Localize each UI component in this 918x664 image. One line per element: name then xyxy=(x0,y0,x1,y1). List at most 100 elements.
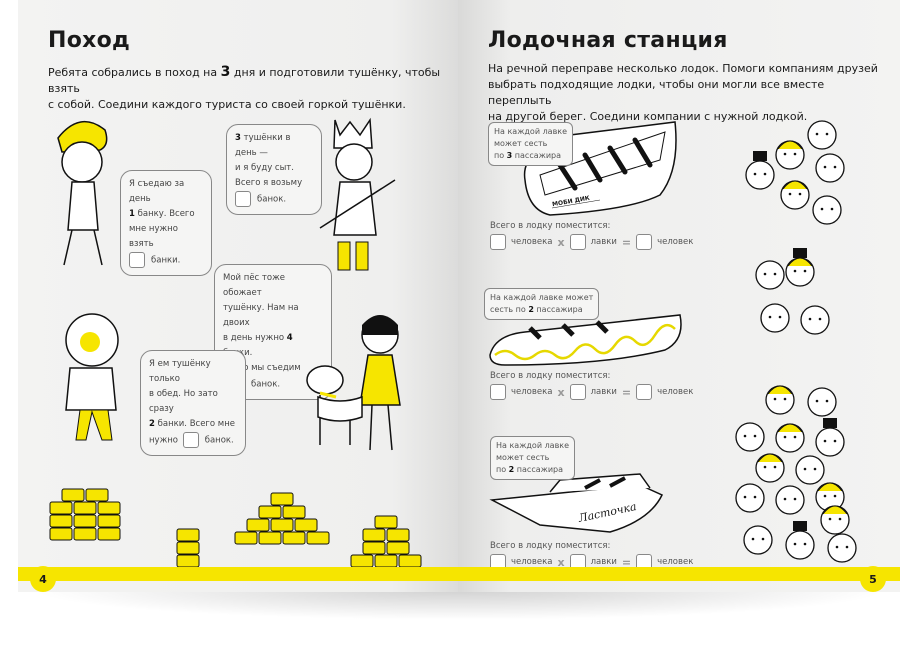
friend-face-icon xyxy=(755,453,785,483)
sign-text: по xyxy=(494,151,507,160)
can-icon xyxy=(176,541,200,555)
persons-box[interactable] xyxy=(490,234,506,250)
sign-text: пассажира xyxy=(514,465,564,474)
equals-sign: = xyxy=(621,385,632,399)
friend-face-icon xyxy=(815,153,845,183)
boat-sign-2: На каждой лавке может сесть по 2 пассажи… xyxy=(484,288,600,320)
page-title-right: Лодочная станция xyxy=(488,28,728,53)
friend-face-icon xyxy=(807,387,837,417)
sign-text: На каждой лавке может xyxy=(490,293,594,302)
can-icon xyxy=(294,518,318,532)
formula-text: человека xyxy=(511,557,553,567)
friend-face-icon xyxy=(800,305,830,335)
can-icon xyxy=(386,528,410,542)
bubble-text: банки. xyxy=(151,255,181,266)
bubble-text: банки. Всего мне xyxy=(154,419,235,429)
seats-number: 3 xyxy=(506,151,513,160)
boat-sign-1: На каждой лавке может сесть по 3 пассажи… xyxy=(488,122,574,166)
bubble-number: 3 xyxy=(235,133,241,143)
can-icon xyxy=(270,492,294,506)
friend-face-icon xyxy=(775,140,805,170)
bubble-text: Я съедаю за день xyxy=(129,179,185,204)
bubble-text: Мой пёс тоже обожает xyxy=(223,273,285,298)
friend-face-icon xyxy=(760,303,790,333)
bubble-text: нужно xyxy=(149,435,179,446)
friend-face-icon xyxy=(775,485,805,515)
boat-sign-3: На каждой лавке может сесть по 2 пассажи… xyxy=(490,436,576,480)
intro-days: 3 xyxy=(220,64,231,80)
times-sign: x xyxy=(557,555,565,569)
boat-lastochka-illustration xyxy=(489,473,664,533)
friend-face-icon xyxy=(815,418,845,457)
bubble-number: 1 xyxy=(129,209,135,219)
friend-face-icon xyxy=(735,422,765,452)
friend-face-icon xyxy=(807,120,837,150)
bubble-text: банок. xyxy=(257,194,287,205)
formula-text: человека xyxy=(511,237,553,247)
sign-text: может сесть xyxy=(494,139,548,148)
tourist-boy-illustration xyxy=(57,121,108,266)
boat-canoe-illustration xyxy=(489,314,682,366)
friend-face-icon xyxy=(780,180,810,210)
friend-face-icon xyxy=(755,260,785,290)
bubble-text: тушёнки в день — xyxy=(235,133,291,158)
page-number-right: 5 xyxy=(860,566,886,592)
formula-text: лавки xyxy=(590,237,617,247)
can-icon xyxy=(49,514,73,528)
bubble-text: банок. xyxy=(204,435,234,446)
intro-text: на другой берег. Соедини компании с нужн… xyxy=(488,110,808,123)
girl-with-dog-illustration xyxy=(306,315,401,451)
friend-face-icon xyxy=(745,151,775,190)
bubble-text: Я ем тушёнку только xyxy=(149,359,211,384)
right-intro: На речной переправе несколько лодок. Пом… xyxy=(488,61,888,125)
can-icon xyxy=(176,528,200,542)
formula-text: человек xyxy=(657,387,694,397)
answer-box[interactable] xyxy=(182,432,199,448)
friend-face-icon xyxy=(795,455,825,485)
formula-text: человек xyxy=(657,557,694,567)
friend-face-icon xyxy=(820,505,850,535)
equals-sign: = xyxy=(621,555,632,569)
bubble-number: 4 xyxy=(286,333,293,343)
answer-box[interactable] xyxy=(235,191,251,207)
formula-text: лавки xyxy=(590,557,617,567)
bubble-text: банок. xyxy=(251,379,281,390)
bubble-text: тушёнку. Нам на двоих xyxy=(223,303,299,328)
persons-box[interactable] xyxy=(490,384,506,400)
benches-box[interactable] xyxy=(569,234,586,250)
can-icon xyxy=(73,527,97,541)
can-icon xyxy=(282,505,306,519)
friend-face-icon xyxy=(743,525,773,555)
result-box[interactable] xyxy=(636,384,653,400)
can-icon xyxy=(282,531,306,545)
bubble-number: 2 xyxy=(149,419,155,429)
friend-face-icon xyxy=(815,482,845,512)
total-label: Всего в лодку поместится: xyxy=(490,221,611,231)
answer-box[interactable] xyxy=(129,252,145,268)
sign-text: пассажира xyxy=(512,151,562,160)
bubble-text: и я буду сыт. xyxy=(235,163,294,173)
friend-face-icon xyxy=(812,195,842,225)
can-icon xyxy=(49,501,73,515)
can-icon xyxy=(97,501,121,515)
page-title-left: Поход xyxy=(48,28,131,53)
times-sign: x xyxy=(557,235,565,249)
friend-face-icon xyxy=(785,248,815,287)
bubble-text: в обед. Но зато сразу xyxy=(149,389,218,414)
friend-face-icon xyxy=(827,533,857,563)
page-number-left: 4 xyxy=(30,566,56,592)
bubble-text: банку. Всего xyxy=(134,209,195,219)
friend-face-icon xyxy=(735,483,765,513)
can-icon xyxy=(386,541,410,555)
friend-face-icon xyxy=(775,423,805,453)
benches-box[interactable] xyxy=(569,384,586,400)
times-sign: x xyxy=(557,385,565,399)
footer-bar-left xyxy=(18,567,458,581)
intro-text: выбрать подходящие лодки, чтобы они могл… xyxy=(488,78,825,107)
can-icon xyxy=(73,514,97,528)
can-icon xyxy=(270,518,294,532)
result-box[interactable] xyxy=(636,234,653,250)
